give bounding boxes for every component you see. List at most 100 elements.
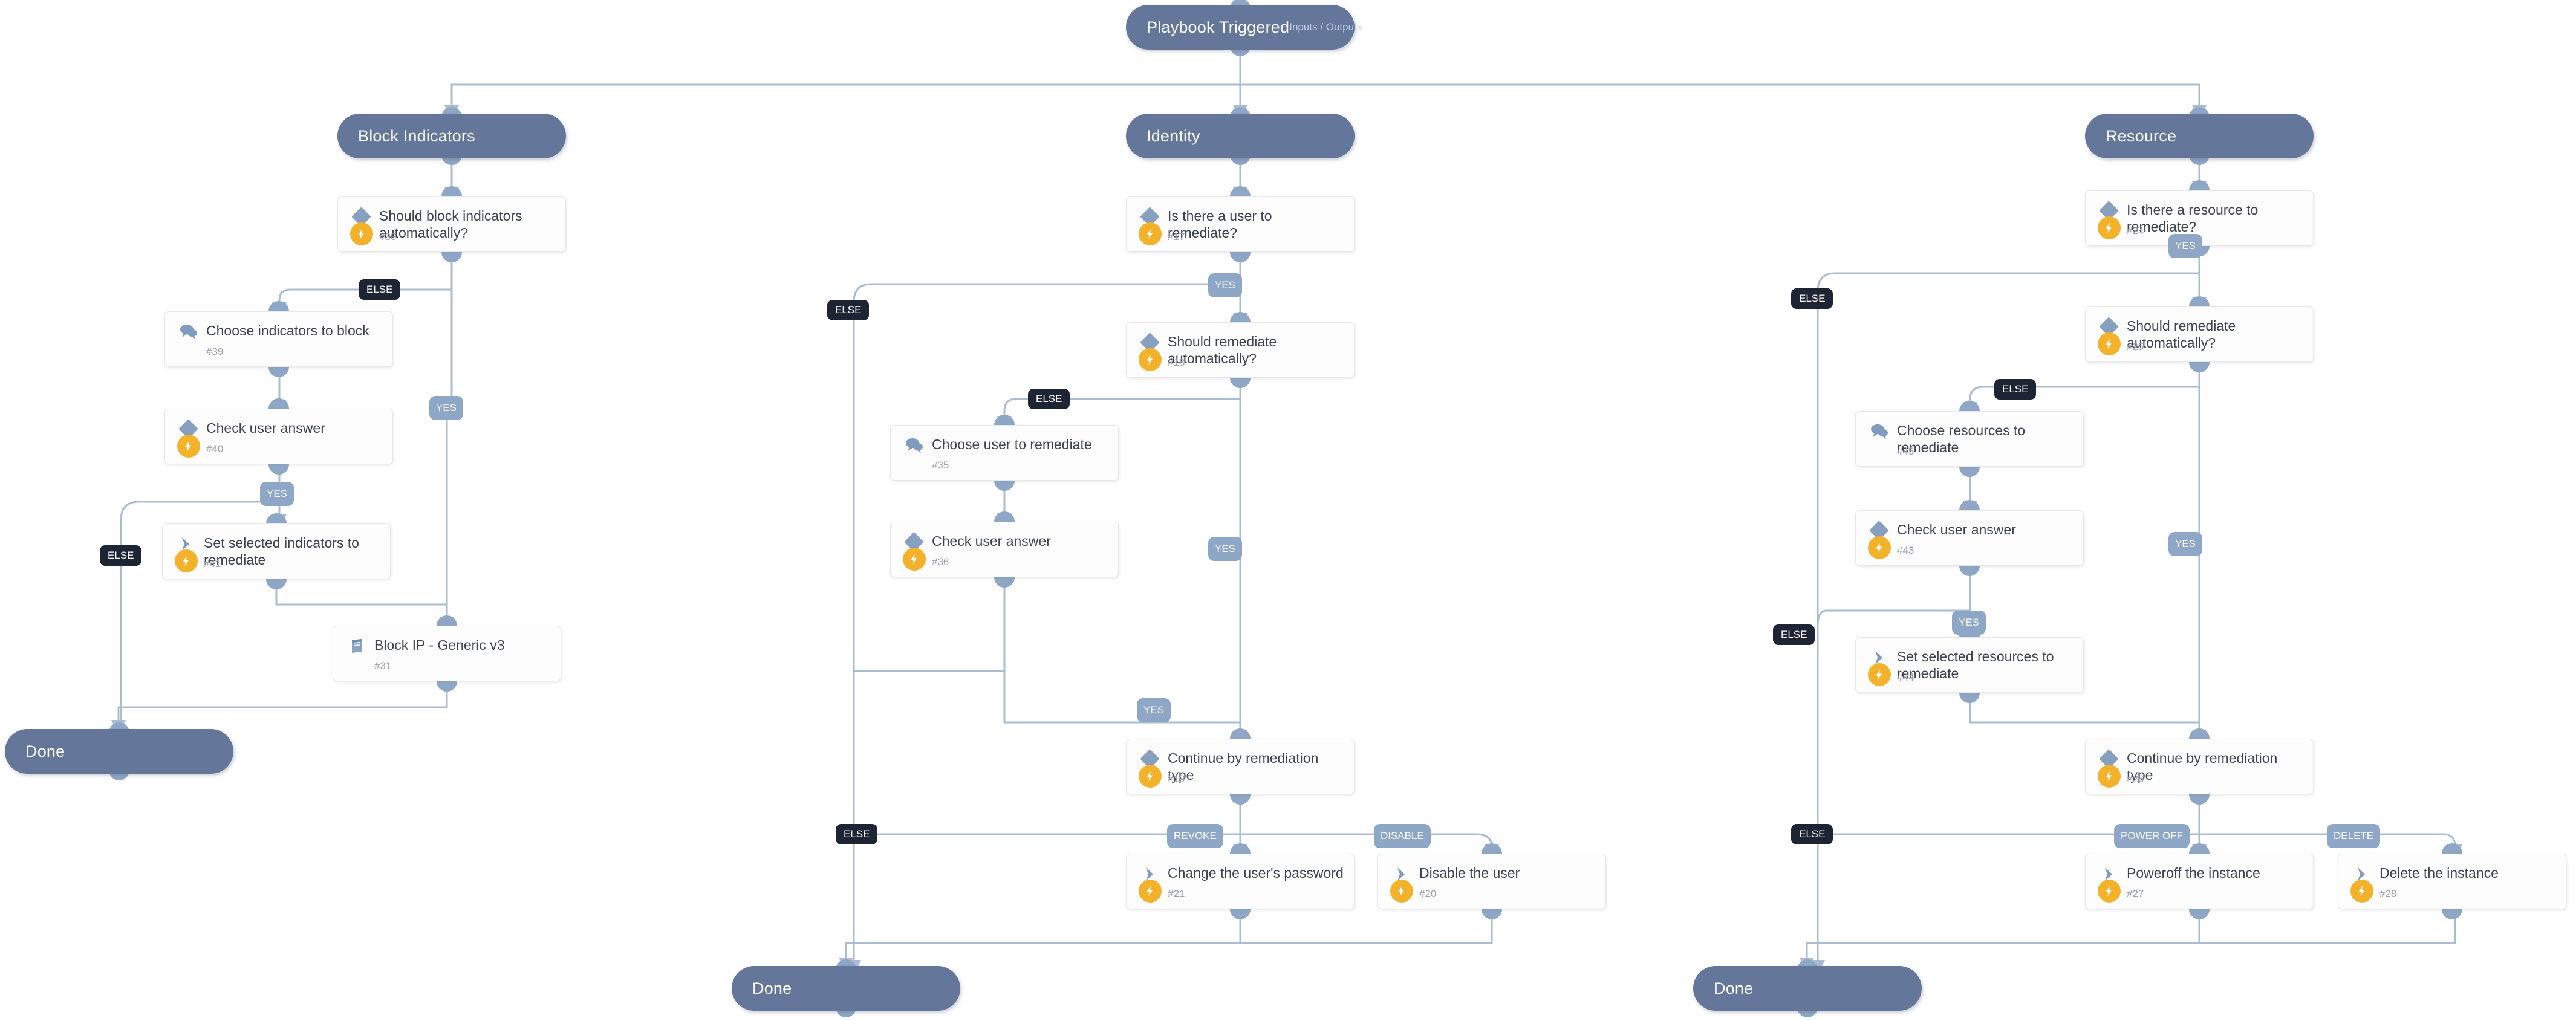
- automation-bolt-icon: [350, 222, 373, 245]
- task-card[interactable]: Block IP - Generic v3#31: [333, 626, 561, 681]
- task-card-number: #24: [2127, 225, 2144, 236]
- task-card[interactable]: Continue by remediation type#19: [1126, 739, 1355, 794]
- task-card-number: #40: [206, 443, 224, 455]
- task-card[interactable]: Set selected resources to remediate#44: [1855, 637, 2084, 693]
- task-card-title: Should remediate automatically?: [1168, 334, 1277, 366]
- branch-label-yes[interactable]: YES: [260, 482, 294, 506]
- branch-label-else[interactable]: ELSE: [1791, 288, 1833, 309]
- task-card[interactable]: Choose indicators to block #39: [164, 311, 393, 367]
- done-node[interactable]: Done: [5, 729, 233, 774]
- branch-label-yes[interactable]: YES: [1208, 273, 1243, 297]
- automation-bolt-icon: [1390, 880, 1413, 903]
- automation-bolt-icon: [2350, 880, 2373, 903]
- task-card-title: Change the user's password: [1168, 865, 1344, 881]
- start-node-label: Playbook Triggered: [1147, 18, 1290, 36]
- automation-bolt-icon: [1139, 765, 1162, 788]
- task-card-title: Continue by remediation type: [1168, 750, 1319, 783]
- task-card-number: #28: [2379, 888, 2397, 899]
- task-card-number: #19: [1168, 773, 1185, 785]
- task-card-number: #35: [932, 459, 949, 471]
- done-node[interactable]: Done: [1693, 966, 1922, 1011]
- task-card[interactable]: Change the user's password #21: [1126, 854, 1355, 909]
- done-node[interactable]: Done: [732, 966, 960, 1011]
- playbook-book-icon: [346, 636, 367, 656]
- task-card-title: Choose user to remediate: [932, 436, 1092, 452]
- task-card-title: Set selected indicators to remediate: [204, 535, 359, 568]
- comment-bubbles-icon: [1869, 421, 1890, 442]
- task-card[interactable]: Should remediate automatically?#18: [1126, 322, 1355, 378]
- section-node-block-indicators[interactable]: Block Indicators: [337, 114, 566, 158]
- branch-label-yes[interactable]: YES: [2168, 532, 2203, 556]
- automation-bolt-icon: [2098, 332, 2121, 355]
- branch-label-else[interactable]: ELSE: [359, 279, 401, 300]
- automation-bolt-icon: [2098, 880, 2121, 903]
- done-node-label: Done: [752, 979, 792, 997]
- automation-bolt-icon: [2098, 765, 2121, 788]
- task-card-number: #38: [379, 231, 397, 242]
- task-card[interactable]: Set selected indicators to remediate#41: [162, 523, 391, 579]
- section-node-identity[interactable]: Identity: [1126, 114, 1355, 158]
- task-card-title: Continue by remediation type: [2127, 750, 2278, 783]
- automation-bolt-icon: [1139, 348, 1162, 371]
- branch-label-else[interactable]: ELSE: [836, 824, 878, 844]
- task-card[interactable]: Should remediate automatically?#25: [2085, 306, 2314, 362]
- task-card-number: #18: [1168, 357, 1185, 368]
- section-node-label: Identity: [1147, 126, 1200, 145]
- task-card[interactable]: Choose resources to remediate#45: [1855, 411, 2084, 467]
- branch-label-delete[interactable]: DELETE: [2327, 824, 2381, 848]
- done-node-label: Done: [1714, 979, 1754, 997]
- task-card-title: Should remediate automatically?: [2127, 318, 2236, 351]
- task-card[interactable]: Is there a user to remediate?#17: [1126, 196, 1355, 252]
- branch-label-else[interactable]: ELSE: [1994, 379, 2037, 400]
- task-card-number: #21: [1168, 888, 1185, 899]
- task-card[interactable]: Poweroff the instance#27: [2085, 854, 2314, 909]
- branch-label-revoke[interactable]: REVOKE: [1167, 824, 1223, 848]
- task-card[interactable]: Delete the instance#28: [2338, 854, 2566, 909]
- task-card-title: Poweroff the instance: [2127, 865, 2260, 881]
- branch-label-else[interactable]: ELSE: [1791, 824, 1833, 844]
- task-card[interactable]: Continue by remediation type#26: [2085, 739, 2314, 794]
- task-card-number: #39: [206, 346, 224, 357]
- task-card-title: Check user answer: [932, 533, 1051, 549]
- task-card-title: Choose resources to remediate: [1897, 423, 2026, 455]
- task-card-title: Block IP - Generic v3: [374, 637, 505, 653]
- branch-label-yes[interactable]: YES: [1137, 698, 1171, 722]
- section-node-label: Resource: [2106, 126, 2177, 145]
- task-card[interactable]: Check user answer#36: [890, 522, 1119, 577]
- task-card-number: #26: [2127, 773, 2144, 785]
- task-card-title: Choose indicators to block: [206, 323, 369, 339]
- start-node-playbook-triggered[interactable]: Playbook Triggered Inputs / Outputs: [1126, 5, 1362, 50]
- task-card-number: #43: [1897, 545, 1914, 556]
- task-card[interactable]: Should block indicators automatically?#3…: [337, 196, 566, 252]
- task-card-number: #25: [2127, 341, 2144, 352]
- branch-label-disable[interactable]: DISABLE: [1374, 824, 1431, 848]
- done-node-label: Done: [25, 742, 65, 760]
- task-card-number: #41: [204, 558, 221, 569]
- task-card[interactable]: Check user answer#40: [164, 409, 393, 464]
- branch-label-yes[interactable]: YES: [1952, 611, 1986, 635]
- branch-label-else[interactable]: ELSE: [827, 300, 870, 320]
- automation-bolt-icon: [177, 435, 200, 458]
- task-card-title: Check user answer: [1897, 522, 2016, 537]
- automation-bolt-icon: [1139, 222, 1162, 245]
- task-card[interactable]: Disable the user#20: [1377, 854, 1606, 909]
- branch-label-else[interactable]: ELSE: [1773, 624, 1815, 645]
- branch-label-yes[interactable]: YES: [1208, 537, 1243, 561]
- automation-bolt-icon: [1139, 880, 1162, 903]
- task-card[interactable]: Check user answer #43: [1855, 510, 2084, 566]
- task-card[interactable]: Choose user to remediate #35: [890, 425, 1119, 481]
- start-node-inputs-outputs-link[interactable]: Inputs / Outputs: [1289, 21, 1362, 33]
- task-card-number: #17: [1168, 231, 1185, 242]
- branch-label-else[interactable]: ELSE: [100, 545, 142, 566]
- chevron-right-icon: [2352, 864, 2372, 884]
- branch-label-power-off[interactable]: POWER OFF: [2114, 824, 2190, 848]
- task-card-number: #45: [1897, 446, 1914, 457]
- section-node-resource[interactable]: Resource: [2085, 114, 2314, 158]
- branch-label-yes[interactable]: YES: [429, 396, 464, 420]
- branch-label-else[interactable]: ELSE: [1028, 389, 1070, 409]
- branch-label-yes[interactable]: YES: [2168, 234, 2203, 258]
- automation-bolt-icon: [903, 548, 926, 571]
- task-card-title: Is there a resource to remediate?: [2127, 202, 2259, 235]
- task-card-title: Set selected resources to remediate: [1897, 649, 2054, 681]
